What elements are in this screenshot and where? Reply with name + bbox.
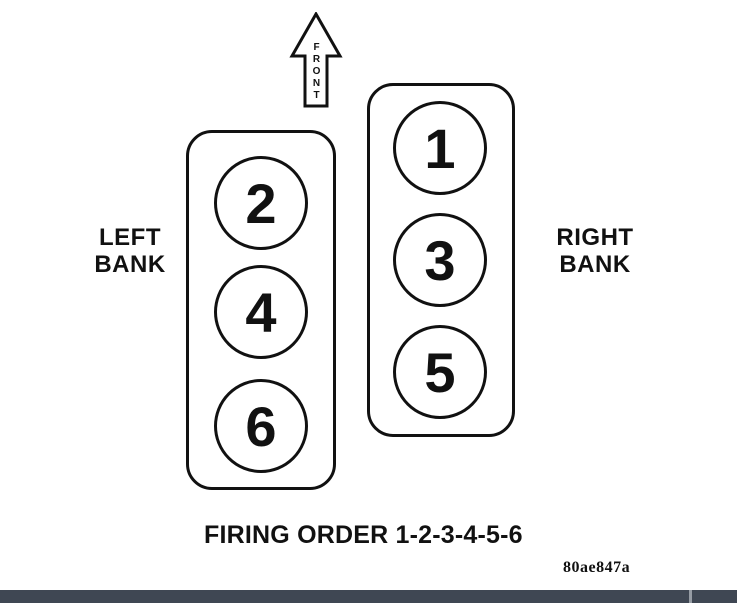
right-bank-box: 1 3 5 [367,83,515,437]
cylinder-5-number: 5 [424,340,456,404]
firing-order-caption: FIRING ORDER 1-2-3-4-5-6 [204,521,523,549]
front-arrow-label: FRONT [302,42,330,102]
bottom-bar [0,590,737,603]
figure-code: 80ae847a [563,559,631,576]
cylinder-3: 3 [393,213,487,307]
right-bank-label: RIGHT BANK [543,224,647,278]
front-arrow-label-text: FRONT [311,42,322,102]
cylinder-1-number: 1 [424,116,456,180]
right-bank-label-line1: RIGHT [556,224,634,251]
cylinder-3-number: 3 [424,228,456,292]
cylinder-4-number: 4 [245,280,277,344]
cylinder-6-number: 6 [245,394,277,458]
left-bank-label-line2: BANK [94,251,166,278]
cylinder-2-number: 2 [245,171,277,235]
left-bank-label-line1: LEFT [99,224,161,251]
bottom-bar-divider [689,590,692,603]
cylinder-2: 2 [214,156,308,250]
right-bank-label-line2: BANK [559,251,631,278]
cylinder-5: 5 [393,325,487,419]
left-bank-box: 2 4 6 [186,130,336,490]
cylinder-4: 4 [214,265,308,359]
front-arrow-icon [289,12,343,108]
left-bank-label: LEFT BANK [70,224,190,278]
cylinder-6: 6 [214,379,308,473]
cylinder-1: 1 [393,101,487,195]
